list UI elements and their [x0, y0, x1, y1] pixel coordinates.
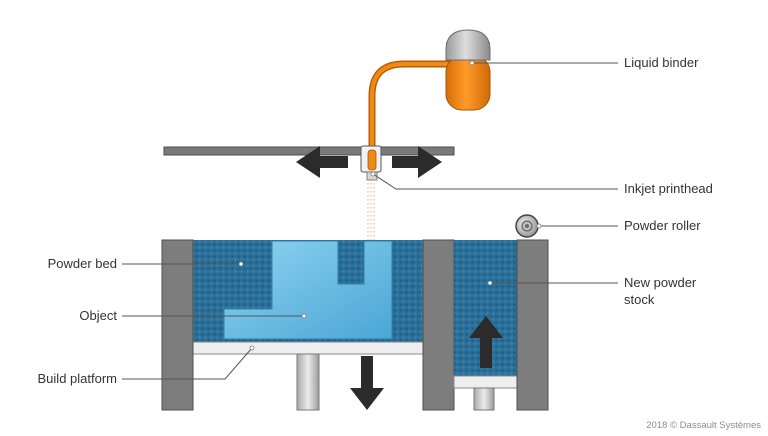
feed-platform — [453, 375, 518, 389]
label-powder-roller: Powder roller — [624, 218, 701, 233]
build-chamber-left-wall — [161, 239, 194, 411]
binder-tube — [368, 60, 454, 164]
build-piston — [296, 353, 320, 411]
feed-chamber-right-wall — [516, 239, 549, 411]
liquid-binder-reservoir — [445, 29, 491, 111]
arrow-left-icon — [296, 146, 348, 178]
feed-piston — [473, 387, 495, 411]
arrow-up-icon — [469, 316, 503, 368]
binder-droplets — [367, 183, 375, 240]
build-chamber-right-wall — [422, 239, 455, 411]
label-build-platform: Build platform — [38, 371, 117, 386]
label-object: Object — [79, 308, 117, 323]
copyright-notice: 2018 © Dassault Systèmes — [646, 420, 761, 431]
arrow-right-icon — [392, 146, 442, 178]
powder-roller — [515, 214, 539, 238]
label-inkjet-printhead: Inkjet printhead — [624, 181, 713, 196]
leader-lines — [122, 60, 618, 380]
build-platform — [192, 341, 424, 355]
label-liquid-binder: Liquid binder — [624, 55, 699, 70]
printed-object — [223, 240, 393, 340]
label-new-powder-stock-line1: New powder — [624, 275, 697, 290]
label-powder-bed: Powder bed — [48, 256, 117, 271]
label-new-powder-stock-line2: stock — [624, 292, 655, 307]
arrow-down-icon — [350, 356, 384, 410]
